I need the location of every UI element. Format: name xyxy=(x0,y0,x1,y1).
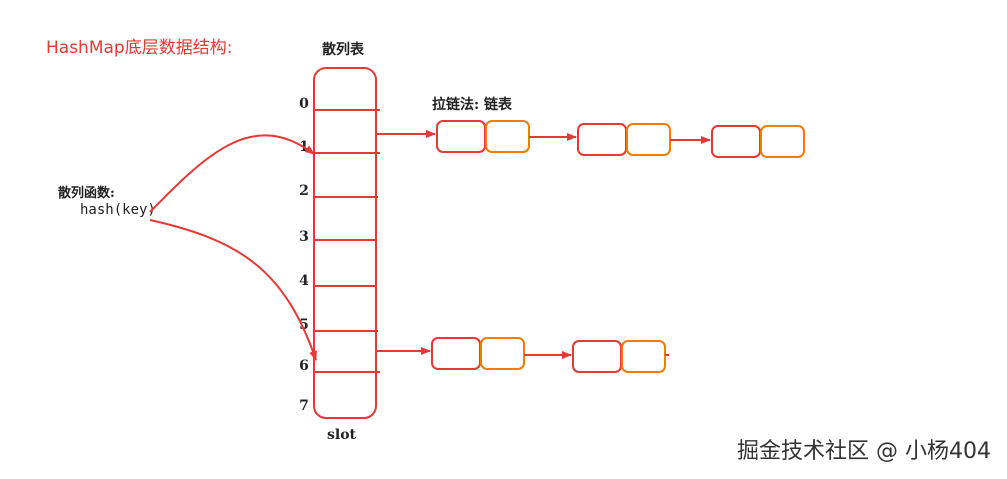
slot-index-7: 7 xyxy=(299,398,309,414)
slot-label: slot xyxy=(327,427,357,443)
node-value-cell xyxy=(621,340,666,373)
chain-node xyxy=(577,123,671,156)
hash-table-title: 散列表 xyxy=(322,42,364,58)
slot-index-2: 2 xyxy=(299,183,309,199)
chain-node xyxy=(436,120,530,153)
chain-node xyxy=(711,125,805,158)
hash-function-expression: hash(key) xyxy=(80,202,156,218)
diagram-title: HashMap底层数据结构: xyxy=(46,38,233,58)
hash-arrow-to-slot-1 xyxy=(149,134,315,213)
slot-index-3: 3 xyxy=(299,229,309,245)
node-value-cell xyxy=(626,123,671,156)
node-key-cell xyxy=(711,125,761,158)
node-value-cell xyxy=(760,125,805,158)
node-value-cell xyxy=(480,337,525,370)
node-key-cell xyxy=(577,123,627,156)
hash-function-label: 散列函数: xyxy=(58,186,115,201)
slot-index-4: 4 xyxy=(299,273,309,289)
slot-dividers xyxy=(314,109,380,373)
slot-index-6: 6 xyxy=(299,358,309,374)
node-key-cell xyxy=(431,337,481,370)
slot-index-5: 5 xyxy=(299,317,309,333)
hash-table-box xyxy=(313,67,377,419)
chaining-label: 拉链法: 链表 xyxy=(432,97,513,113)
node-key-cell xyxy=(436,120,486,153)
node-key-cell xyxy=(572,340,622,373)
hash-arrow-to-slot-6 xyxy=(149,219,317,361)
node-value-cell xyxy=(485,120,530,153)
watermark: 掘金技术社区 @ 小杨404 xyxy=(737,439,991,464)
chain-node xyxy=(431,337,525,370)
slot-index-0: 0 xyxy=(299,96,309,112)
chain-node xyxy=(572,340,666,373)
